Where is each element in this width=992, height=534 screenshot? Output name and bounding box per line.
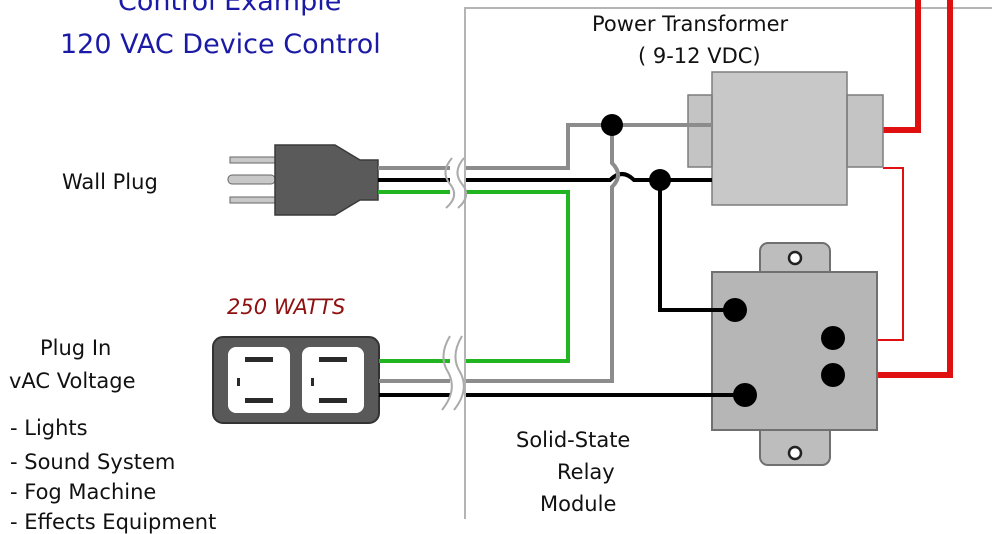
relay-label-line3: Module (540, 492, 617, 516)
device-list-item: - Effects Equipment (10, 510, 217, 534)
transformer-label-line2: ( 9-12 VDC) (638, 44, 761, 68)
outlet-wires (379, 125, 745, 397)
device-list-item: - Sound System (10, 450, 176, 474)
wall-plug-label: Wall Plug (62, 170, 158, 194)
device-list-item: - Lights (10, 416, 88, 440)
cable-break-top (444, 157, 468, 209)
terminal-dots (601, 114, 845, 407)
enclosure-box (464, 7, 992, 519)
transformer-label-line1: Power Transformer (592, 12, 789, 36)
cable-break-bottom (441, 335, 465, 411)
title-line1: Control Example (118, 0, 342, 17)
plug-in-label-line2: vAC Voltage (9, 369, 136, 393)
outlet (212, 336, 380, 424)
wiring-diagram (212, 0, 992, 519)
relay-label-line2: Relay (557, 460, 615, 484)
wall-plug (227, 144, 379, 216)
wall-plug-wires (378, 123, 712, 363)
device-list-item: - Fog Machine (10, 480, 157, 504)
relay-module (711, 242, 878, 466)
power-transformer (687, 71, 884, 206)
wattage-label: 250 WATTS (227, 295, 346, 319)
plug-in-label-line1: Plug In (40, 336, 112, 360)
relay-label-line1: Solid-State (516, 428, 631, 452)
title-line2: 120 VAC Device Control (60, 29, 381, 60)
